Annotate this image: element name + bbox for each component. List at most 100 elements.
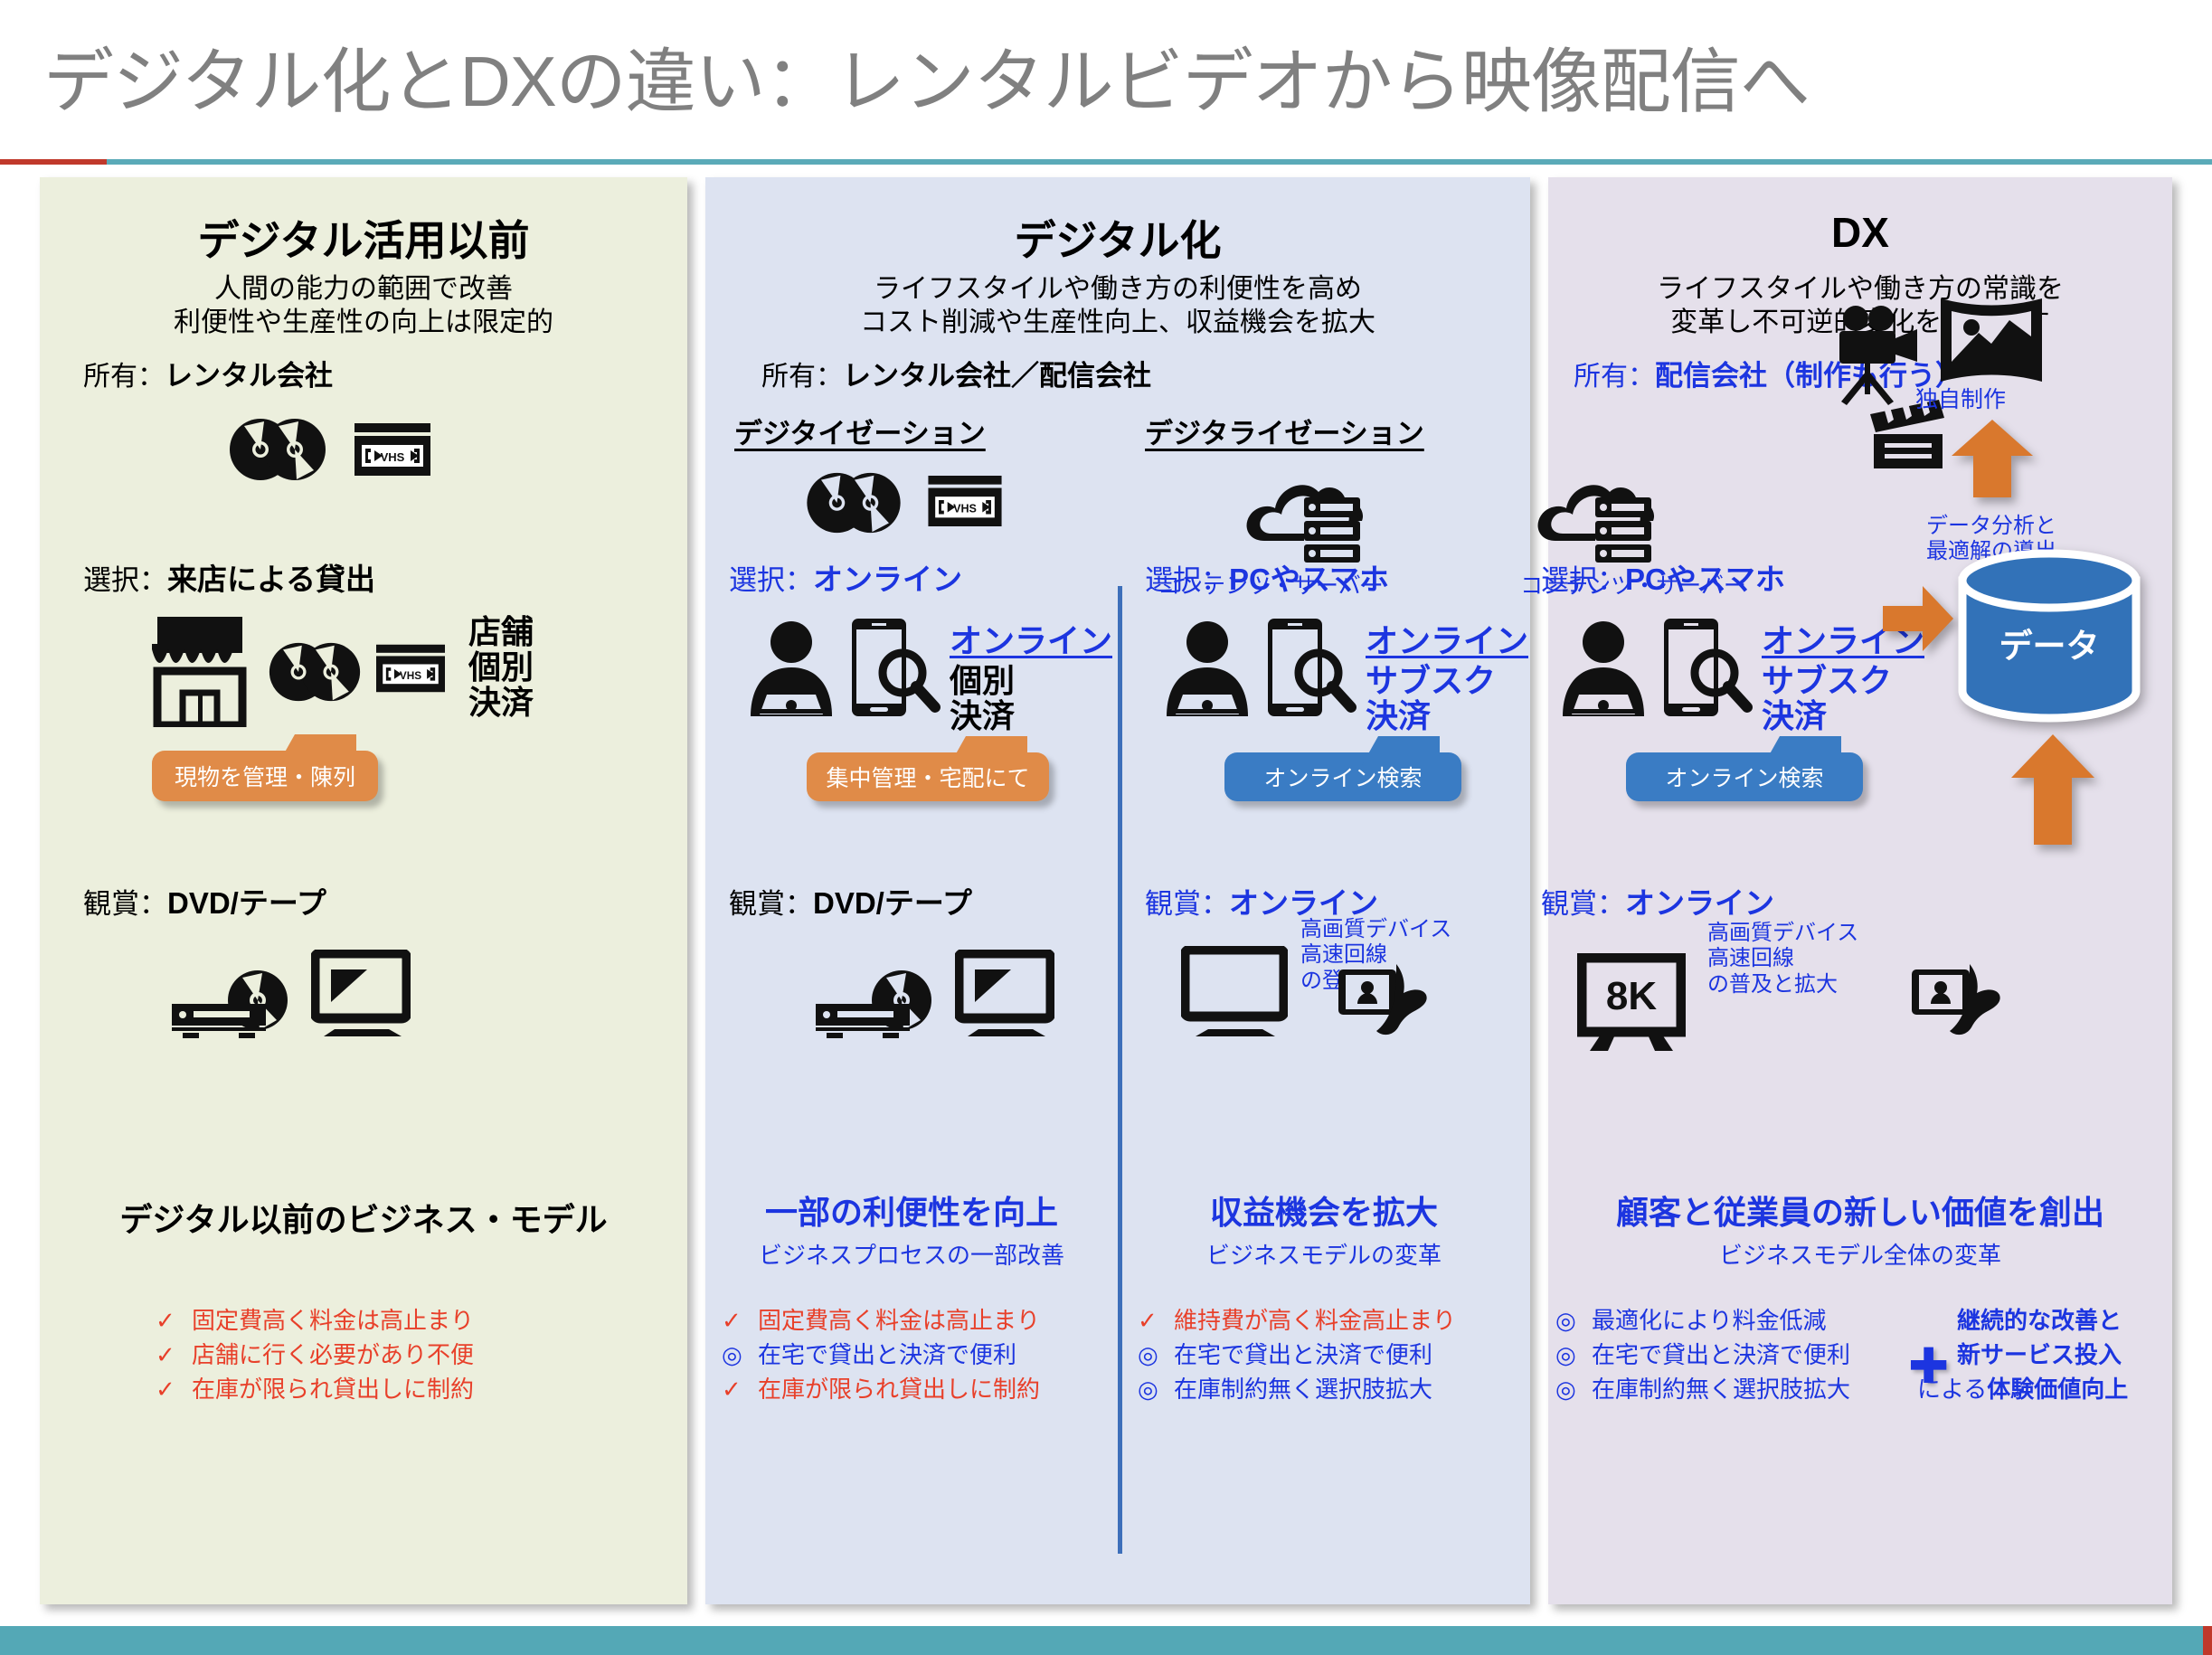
col3-device-note: 高画質デバイス 高速回線 の普及と拡大 [1707, 921, 1859, 997]
col2-subtitle: ライフスタイルや働き方の利便性を高め コスト削減や生産性向上、収益機会を拡大 [860, 274, 1375, 337]
list-item: ✓在庫が限られ貸出しに制約 [156, 1373, 474, 1407]
col2-b-choice-value: PCやスマホ [1229, 563, 1389, 596]
col2-b-view-label: 観賞： [1145, 888, 1229, 920]
col1-payment-words: 店舗 個別 決済 [468, 613, 534, 721]
col3-payment-rest: サブスク 決済 [1762, 662, 1893, 734]
col2-a-choice: 選択：オンライン [729, 555, 962, 599]
panel-digitalization: デジタル化 ライフスタイルや働き方の利便性を高め コスト削減や生産性向上、収益機… [705, 177, 1530, 1604]
up-arrow-icon [1952, 420, 2033, 497]
col2-ownership: 所有：レンタル会社／配信会社 [761, 353, 1151, 393]
col2-a-choice-label: 選択： [729, 564, 813, 596]
hand-holding-phone-icon [1910, 960, 2009, 1038]
check-icon: ✓ [156, 1375, 175, 1403]
person-laptop-icon [1163, 620, 1252, 722]
badge-flag [279, 733, 356, 763]
col2-subcolumn-divider [1118, 586, 1122, 1554]
list-item: ✓固定費高く料金は高止まり [156, 1304, 474, 1338]
col1-ownership-label: 所有： [83, 362, 165, 392]
badge-flag [1763, 734, 1841, 765]
col3-server-label: コンテンツ・サーバー [1520, 573, 1746, 599]
movie-camera-icon [1832, 306, 1923, 405]
smartphone-search-icon [1262, 617, 1357, 723]
col2-a-bullets: ✓固定費高く料金は高止まり ◎在宅で貸出と決済で便利 ✓在庫が限られ貸出しに制約 [722, 1304, 1040, 1407]
col3-header: DX [1831, 209, 1889, 256]
plus-line-3: による体験価値向上 [1917, 1375, 2129, 1403]
dvd-discs-icon [268, 638, 362, 705]
smartphone-search-icon [1659, 617, 1753, 723]
col1-bullets: ✓固定費高く料金は高止まり ✓店舗に行く必要があり不便 ✓在庫が限られ貸出しに制… [156, 1304, 474, 1407]
svg-text:VHS: VHS [381, 450, 405, 464]
col2-b-view-value: オンライン [1229, 886, 1378, 920]
double-circle-icon: ◎ [1138, 1340, 1158, 1368]
col3-choice: 選択：PCやスマホ [1541, 555, 1785, 599]
plus-line-2: 新サービス投入 [1957, 1340, 2122, 1368]
picture-icon [1939, 297, 2044, 385]
col2-a-conclusion: 一部の利便性を向上 ビジネスプロセスの一部改善 [705, 1187, 1118, 1271]
badge-flag [950, 734, 1027, 765]
list-item: ◎在宅で貸出と決済で便利 [1555, 1338, 1850, 1373]
storefront-icon [147, 615, 253, 727]
person-laptop-icon [747, 620, 836, 722]
list-item: ◎在宅で貸出と決済で便利 [722, 1338, 1040, 1373]
col2-sub-b-section: デジタライゼーション [1145, 418, 1424, 449]
col3-choice-label: 選択： [1541, 564, 1625, 596]
col1-header: デジタル活用以前 [197, 217, 530, 264]
double-circle-icon: ◎ [1138, 1375, 1158, 1403]
col2-sub-a-section: デジタイゼーション [734, 418, 986, 449]
col1-badge-label: 現物を管理・陳列 [174, 765, 355, 790]
col1-ownership-value: レンタル会社 [165, 360, 333, 392]
monitor-icon [311, 950, 411, 1036]
data-cylinder: データ [1955, 548, 2143, 723]
hand-holding-phone-icon [1337, 960, 1436, 1038]
list-item: ◎最適化により料金低減 [1555, 1304, 1850, 1338]
col2-ownership-label: 所有： [761, 362, 843, 392]
svg-text:VHS: VHS [953, 503, 977, 515]
col2-a-view: 観賞：DVD/テープ [729, 879, 972, 922]
double-circle-icon: ◎ [1555, 1375, 1576, 1403]
col2-header: デジタル化 [1014, 217, 1222, 264]
dvd-player-icon [172, 968, 289, 1040]
right-arrow-icon [1883, 586, 1953, 651]
col3-ownership-value: 配信会社（制作も行う） [1655, 360, 1963, 392]
list-item: ◎在庫制約無く選択肢拡大 [1138, 1373, 1456, 1407]
list-item: ✓維持費が高く料金高止まり [1138, 1304, 1456, 1338]
list-item: ✓店舗に行く必要があり不便 [156, 1338, 474, 1373]
col2-b-payment-line1: オンライン [1366, 622, 1529, 659]
col2-a-conclusion-main: 一部の利便性を向上 [764, 1194, 1058, 1231]
col3-view: 観賞：オンライン [1541, 879, 1774, 922]
title-rule-red [0, 159, 107, 165]
dvd-player-icon [816, 968, 933, 1040]
col1-conclusion: デジタル以前のビジネス・モデル [40, 1194, 687, 1241]
col2-a-payment-rest: 個別 決済 [950, 662, 1016, 734]
col2-b-callout-badge: オンライン検索 [1224, 736, 1461, 801]
col1-conclusion-main: デジタル以前のビジネス・モデル [119, 1201, 608, 1238]
col2-b-view: 観賞：オンライン [1145, 879, 1378, 922]
monitor-icon [955, 950, 1054, 1036]
col3-conclusion: 顧客と従業員の新しい価値を創出 ビジネスモデル全体の変革 [1548, 1187, 2172, 1271]
check-icon: ✓ [1138, 1307, 1158, 1334]
page-title: デジタル化とDXの違い：レンタルビデオから映像配信へ [43, 42, 1810, 121]
vhs-tape-icon: VHS [928, 476, 1002, 526]
badge-flag [1362, 734, 1440, 765]
col2-a-conclusion-sub: ビジネスプロセスの一部改善 [758, 1242, 1064, 1269]
col2-a-payment-line1: オンライン [950, 622, 1113, 659]
col3-ownership-label: 所有： [1574, 362, 1655, 392]
col3-choice-value: PCやスマホ [1625, 563, 1785, 596]
dvd-discs-icon [228, 414, 327, 485]
col3-plus-text: 継続的な改善と 新サービス投入 による体験価値向上 [1917, 1304, 2128, 1407]
col2-b-payment-rest: サブスク 決済 [1366, 662, 1497, 734]
list-item: ✓在庫が限られ貸出しに制約 [722, 1373, 1040, 1407]
col1-subtitle: 人間の能力の範囲で改善 利便性や生産性の向上は限定的 [174, 274, 553, 337]
col3-bullets: ◎最適化により料金低減 ◎在宅で貸出と決済で便利 ◎在庫制約無く選択肢拡大 [1555, 1304, 1850, 1407]
col3-view-label: 観賞： [1541, 888, 1625, 920]
col1-choice: 選択：来店による貸出 [83, 555, 375, 599]
col2-a-choice-value: オンライン [813, 563, 962, 596]
cloud-server-icon [1241, 465, 1375, 563]
dvd-discs-icon [805, 468, 903, 537]
vhs-tape-icon: VHS [354, 423, 430, 476]
person-laptop-icon [1559, 620, 1648, 722]
footer-bar [0, 1626, 2212, 1655]
col3-conclusion-main: 顧客と従業員の新しい価値を創出 [1615, 1194, 2104, 1231]
list-item: ◎在宅で貸出と決済で便利 [1138, 1338, 1456, 1373]
col2-a-badge-label: 集中管理・宅配にて [826, 766, 1030, 791]
